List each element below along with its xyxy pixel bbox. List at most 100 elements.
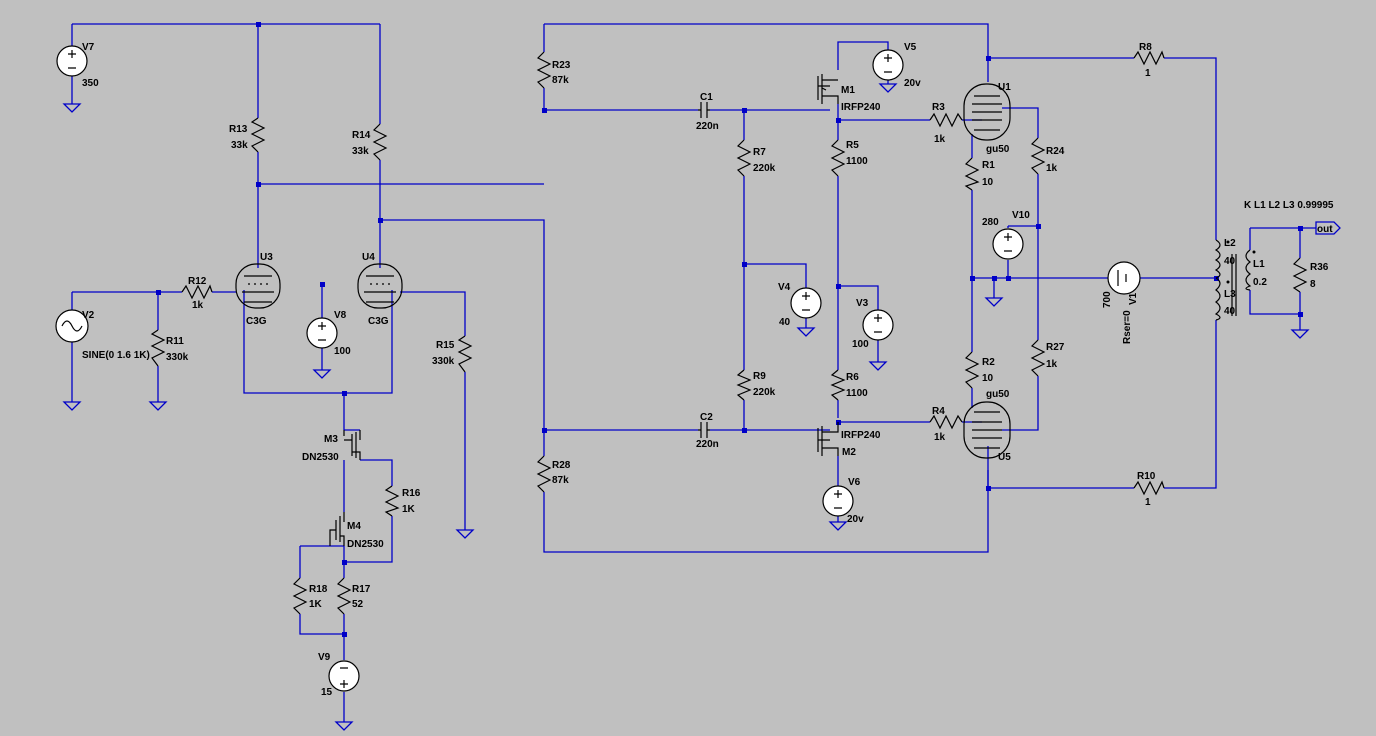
label-c1-name: C1 <box>700 92 713 103</box>
inductor-l3 <box>1214 277 1221 321</box>
label-r3-name: R3 <box>932 102 945 113</box>
label-r24-name: R24 <box>1046 146 1065 157</box>
label-r6-value: 1100 <box>846 388 868 399</box>
label-v3-value: 100 <box>852 339 869 350</box>
output-port <box>1315 221 1341 235</box>
label-v4-value: 40 <box>779 317 791 328</box>
label-r17-name: R17 <box>352 584 371 595</box>
label-r8-value: 1 <box>1145 68 1151 79</box>
resistor-r28 <box>536 455 552 493</box>
label-v3-name: V3 <box>856 298 869 309</box>
source-v4 <box>790 287 822 319</box>
resistor-r10 <box>1133 480 1165 496</box>
resistor-r27 <box>1030 339 1046 377</box>
label-r13-name: R13 <box>229 124 248 135</box>
source-v1 <box>1107 261 1141 295</box>
label-r9-name: R9 <box>753 371 766 382</box>
resistor-r16 <box>384 485 400 517</box>
tube-u1 <box>963 83 1011 141</box>
label-r23-value: 87k <box>552 75 569 86</box>
resistor-r24 <box>1030 137 1046 175</box>
label-r27-value: 1k <box>1046 359 1058 370</box>
label-m3-value: DN2530 <box>302 452 339 463</box>
label-r17-value: 52 <box>352 599 364 610</box>
label-c1-value: 220n <box>696 121 719 132</box>
capacitor-c2 <box>698 422 710 438</box>
label-r15-value: 330k <box>432 356 455 367</box>
source-v8 <box>306 317 338 349</box>
source-v3 <box>862 309 894 341</box>
label-v8-value: 100 <box>334 346 351 357</box>
label-l2-value: 40 <box>1224 256 1236 267</box>
tube-u5 <box>963 401 1011 459</box>
mosfet-m2 <box>817 422 839 456</box>
source-v10 <box>992 228 1024 260</box>
labels: K L1 L2 L3 0.99995 out V7 350 V2 SINE(0 … <box>82 42 1334 698</box>
label-m4-name: M4 <box>347 521 361 532</box>
resistor-r5 <box>830 139 846 177</box>
grounds <box>62 83 1310 731</box>
label-v1-rser: Rser=0 <box>1122 310 1133 344</box>
label-u1-name: U1 <box>998 82 1011 93</box>
resistor-r18 <box>292 577 308 615</box>
resistor-r23 <box>536 51 552 89</box>
resistors <box>150 50 1308 615</box>
label-r6-name: R6 <box>846 372 859 383</box>
label-l3-name: L3 <box>1224 289 1236 300</box>
source-v5 <box>872 49 904 81</box>
label-r13-value: 33k <box>231 140 248 151</box>
label-r36-name: R36 <box>1310 262 1329 273</box>
label-l3-value: 40 <box>1224 306 1236 317</box>
source-v7 <box>56 45 88 77</box>
mosfet-m3 <box>343 430 361 460</box>
resistor-r14 <box>372 123 388 161</box>
label-m2-name: M2 <box>842 447 856 458</box>
label-r12-value: 1k <box>192 300 204 311</box>
label-u4-value: C3G <box>368 316 389 327</box>
out-label: out <box>1317 224 1333 235</box>
label-r11-value: 330k <box>166 352 189 363</box>
label-v6-value: 20v <box>847 514 864 525</box>
label-r1-name: R1 <box>982 160 995 171</box>
label-v8-name: V8 <box>334 310 347 321</box>
label-r24-value: 1k <box>1046 163 1058 174</box>
resistor-r3 <box>929 112 963 128</box>
spice-directive: K L1 L2 L3 0.99995 <box>1244 200 1334 211</box>
resistor-r12 <box>181 284 213 300</box>
label-r8-name: R8 <box>1139 42 1152 53</box>
label-m1-value: IRFP240 <box>841 102 881 113</box>
label-v1-name: V1 <box>1128 292 1139 305</box>
label-v4-name: V4 <box>778 282 791 293</box>
source-v9 <box>328 660 360 692</box>
label-r16-name: R16 <box>402 488 421 499</box>
label-v6-name: V6 <box>848 477 861 488</box>
label-u5-value: gu50 <box>986 389 1010 400</box>
label-c2-value: 220n <box>696 439 719 450</box>
label-r18-name: R18 <box>309 584 328 595</box>
label-r14-name: R14 <box>352 130 371 141</box>
capacitors <box>698 102 710 438</box>
triodes <box>235 263 403 309</box>
resistor-r7 <box>736 139 752 177</box>
label-r23-name: R23 <box>552 60 571 71</box>
resistor-r9 <box>736 369 752 401</box>
resistor-r8 <box>1133 50 1165 66</box>
label-v7-name: V7 <box>82 42 95 53</box>
label-r1-value: 10 <box>982 177 994 188</box>
resistor-r4 <box>929 414 963 430</box>
label-r10-value: 1 <box>1145 497 1151 508</box>
label-u5-name: U5 <box>998 452 1011 463</box>
wires <box>71 23 1316 722</box>
mosfets <box>329 74 839 546</box>
inductor-l1 <box>1245 249 1252 291</box>
resistor-r17 <box>336 577 352 615</box>
label-l1-name: L1 <box>1253 259 1265 270</box>
source-v6 <box>822 485 854 517</box>
label-r18-value: 1K <box>309 599 323 610</box>
label-r7-value: 220k <box>753 163 776 174</box>
label-r14-value: 33k <box>352 146 369 157</box>
label-r28-value: 87k <box>552 475 569 486</box>
source-v2 <box>55 309 89 343</box>
resistor-r2 <box>964 351 980 389</box>
resistor-r13 <box>250 117 266 153</box>
